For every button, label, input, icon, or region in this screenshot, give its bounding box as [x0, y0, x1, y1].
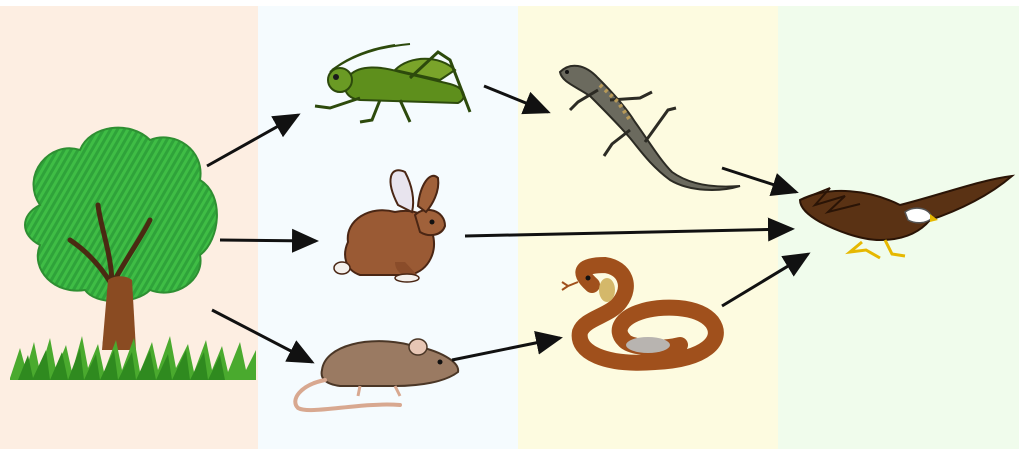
arrow-tree-to-grasshopper [207, 115, 298, 166]
lizard-icon [560, 66, 740, 190]
arrow-mouse-to-snake [452, 338, 560, 360]
arrow-tree-to-rabbit [220, 240, 316, 241]
snake-icon [562, 265, 716, 363]
arrow-snake-to-eagle [722, 254, 808, 306]
grasshopper-icon [315, 44, 470, 122]
arrow-grasshopper-to-lizard [484, 86, 548, 112]
eagle-icon [800, 176, 1012, 258]
arrow-rabbit-to-eagle [465, 229, 792, 236]
tree-icon [10, 128, 256, 380]
rabbit-icon [334, 170, 445, 282]
arrow-tree-to-mouse [212, 310, 312, 362]
mouse-icon [295, 339, 458, 410]
